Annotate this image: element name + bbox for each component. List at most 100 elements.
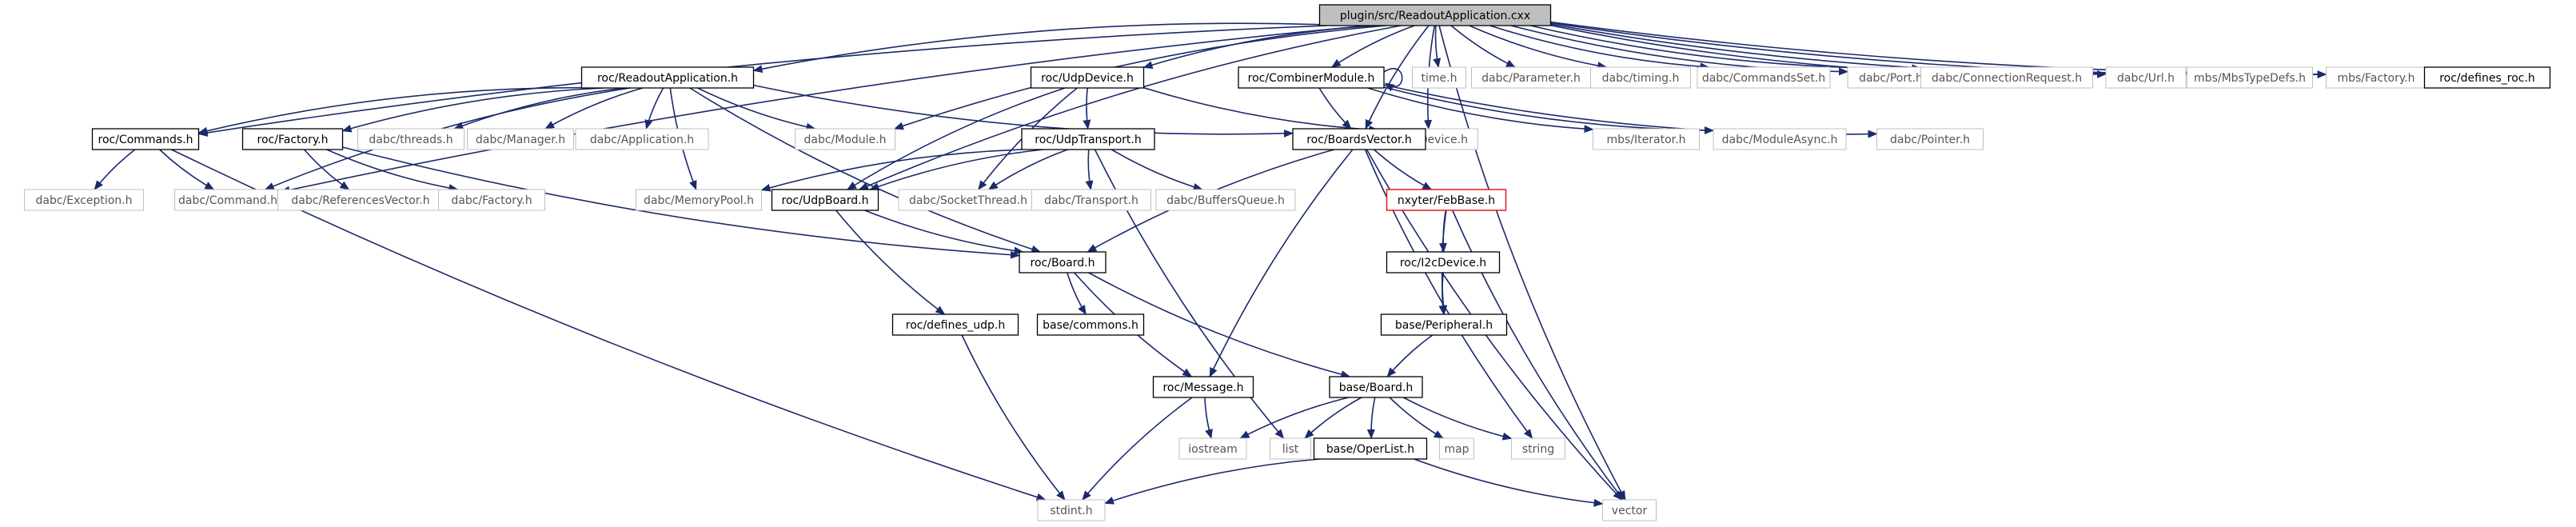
edge-readout_h-to-manager_h [544,87,644,130]
node-iostream[interactable]: iostream [1178,437,1247,460]
node-module-h[interactable]: dabc/Module.h [795,128,895,150]
node-i2cdevice-h[interactable]: roc/I2cDevice.h [1386,251,1501,273]
edge-udptransport_h-to-transport_h [1085,149,1094,190]
node-operlist-h[interactable]: base/OperList.h [1313,437,1428,460]
node-label: mbs/Iterator.h [1607,134,1686,146]
node-defines-udp-h[interactable]: roc/defines_udp.h [891,313,1019,336]
edge-baseboard_h-to-list [1304,397,1362,439]
node-label: roc/Factory.h [257,134,329,146]
node-box [1590,66,1691,89]
node-label: dabc/CommandsSet.h [1702,72,1825,85]
edge-root-to-time_h [1433,25,1442,68]
node-box [1031,189,1151,211]
node-label: nxyter/FebBase.h [1398,194,1495,207]
edge-i2cdevice_h-to-peripheral_h [1438,272,1447,315]
edge-commands_h-to-exception_h [94,149,136,190]
node-box [1021,128,1155,150]
edge-root-to-parameter_h [1450,25,1516,68]
edge-udpboard_h-to-defines_udp_h [835,210,946,315]
node-exception-h[interactable]: dabc/Exception.h [24,189,144,211]
node-label: base/OperList.h [1326,443,1414,456]
node-label: dabc/Manager.h [476,134,565,146]
node-transport-h[interactable]: dabc/Transport.h [1031,189,1151,211]
node-label: dabc/Module.h [804,134,887,146]
node-mbstypedefs-h[interactable]: mbs/MbsTypeDefs.h [2187,66,2313,89]
node-refvector-h[interactable]: dabc/ReferencesVector.h [277,189,444,211]
node-label: roc/Board.h [1031,257,1095,269]
node-application-h[interactable]: dabc/Application.h [575,128,709,150]
node-message-h[interactable]: roc/Message.h [1152,376,1254,398]
node-port-h[interactable]: dabc/Port.h [1847,66,1935,89]
node-udpboard-h[interactable]: roc/UdpBoard.h [771,189,879,211]
edge-rocfactory_h-to-refvector_h [303,149,350,190]
edge-udpdevice_h-to-device_h [1143,86,1379,134]
node-stdint-h[interactable]: stdint.h [1037,499,1106,521]
node-rocfactory-h[interactable]: roc/Factory.h [241,128,344,150]
node-iterator-h[interactable]: mbs/Iterator.h [1593,128,1700,150]
edge-readout_h-to-board_h [689,87,1042,254]
node-moduleasync-h[interactable]: dabc/ModuleAsync.h [1713,128,1847,150]
node-label: dabc/Transport.h [1044,194,1138,207]
node-label: string [1522,443,1554,456]
node-box [24,189,144,211]
node-baseboard-h[interactable]: base/Board.h [1329,376,1423,398]
node-boardsvector-h[interactable]: roc/BoardsVector.h [1292,128,1426,150]
node-board-h[interactable]: roc/Board.h [1019,251,1107,273]
node-vector[interactable]: vector [1602,499,1657,521]
node-list[interactable]: list [1270,437,1311,460]
node-readout-h[interactable]: roc/ReadoutApplication.h [580,66,755,89]
node-box [1329,376,1423,398]
node-label: mbs/Factory.h [2337,72,2415,85]
node-febbase-h[interactable]: nxyter/FebBase.h [1386,189,1507,211]
edge-root-to-combiner_h [1330,25,1415,68]
node-pointer-h[interactable]: dabc/Pointer.h [1876,128,1984,150]
node-udpdevice-h[interactable]: roc/UdpDevice.h [1030,66,1145,89]
node-label: iostream [1188,443,1238,456]
node-buffersqueue-h[interactable]: dabc/BuffersQueue.h [1155,189,1296,211]
node-commands-h[interactable]: roc/Commands.h [91,128,200,150]
node-box [1876,128,1984,150]
node-memorypool-h[interactable]: dabc/MemoryPool.h [636,189,762,211]
node-threads-h[interactable]: dabc/threads.h [357,128,465,150]
node-command-h[interactable]: dabc/Command.h [174,189,281,211]
node-peripheral-h[interactable]: base/Peripheral.h [1380,313,1508,336]
node-root[interactable]: plugin/src/ReadoutApplication.cxx [1318,4,1552,26]
node-box [2423,66,2551,89]
edge-peripheral_h-to-baseboard_h [1386,334,1434,377]
node-url-h[interactable]: dabc/Url.h [2105,66,2187,89]
node-timing-h[interactable]: dabc/timing.h [1590,66,1691,89]
node-box [580,66,755,89]
node-box [1178,437,1247,460]
node-commons-h[interactable]: base/commons.h [1036,313,1145,336]
node-box [1697,66,1831,89]
node-box [91,128,200,150]
node-box [1847,66,1935,89]
node-label: dabc/Command.h [178,194,277,207]
node-box [1386,189,1507,211]
edge-message_h-to-stdint_h [1082,397,1193,501]
edge-udpdevice_h-to-udpboard_h [847,87,1066,190]
node-box [1412,66,1466,89]
node-label: roc/UdpDevice.h [1041,72,1134,85]
node-connreq-h[interactable]: dabc/ConnectionRequest.h [1920,66,2093,89]
node-time-h[interactable]: time.h [1412,66,1466,89]
node-box [1713,128,1847,150]
node-box [1292,128,1426,150]
node-map[interactable]: map [1439,437,1474,460]
edge-operlist_h-to-vector [1414,458,1604,507]
edge-readout_h-to-threads_h [453,87,624,130]
edge-root-to-vector [1438,25,1626,501]
node-string[interactable]: string [1511,437,1565,460]
node-box [636,189,762,211]
edge-operlist_h-to-stdint_h [1104,458,1320,505]
node-socketthread-h[interactable]: dabc/SocketThread.h [898,189,1039,211]
node-combiner-h[interactable]: roc/CombinerModule.h [1238,66,1385,89]
node-defines-roc-h[interactable]: roc/defines_roc.h [2423,66,2551,89]
edge-udptransport_h-to-buffersqueue_h [1111,149,1203,191]
node-commandsset-h[interactable]: dabc/CommandsSet.h [1697,66,1831,89]
node-parameter-h[interactable]: dabc/Parameter.h [1471,66,1591,89]
node-mbsfactory-h[interactable]: mbs/Factory.h [2326,66,2426,89]
node-udptransport-h[interactable]: roc/UdpTransport.h [1021,128,1155,150]
node-manager-h[interactable]: dabc/Manager.h [467,128,574,150]
node-dabcfactory-h[interactable]: dabc/Factory.h [438,189,545,211]
